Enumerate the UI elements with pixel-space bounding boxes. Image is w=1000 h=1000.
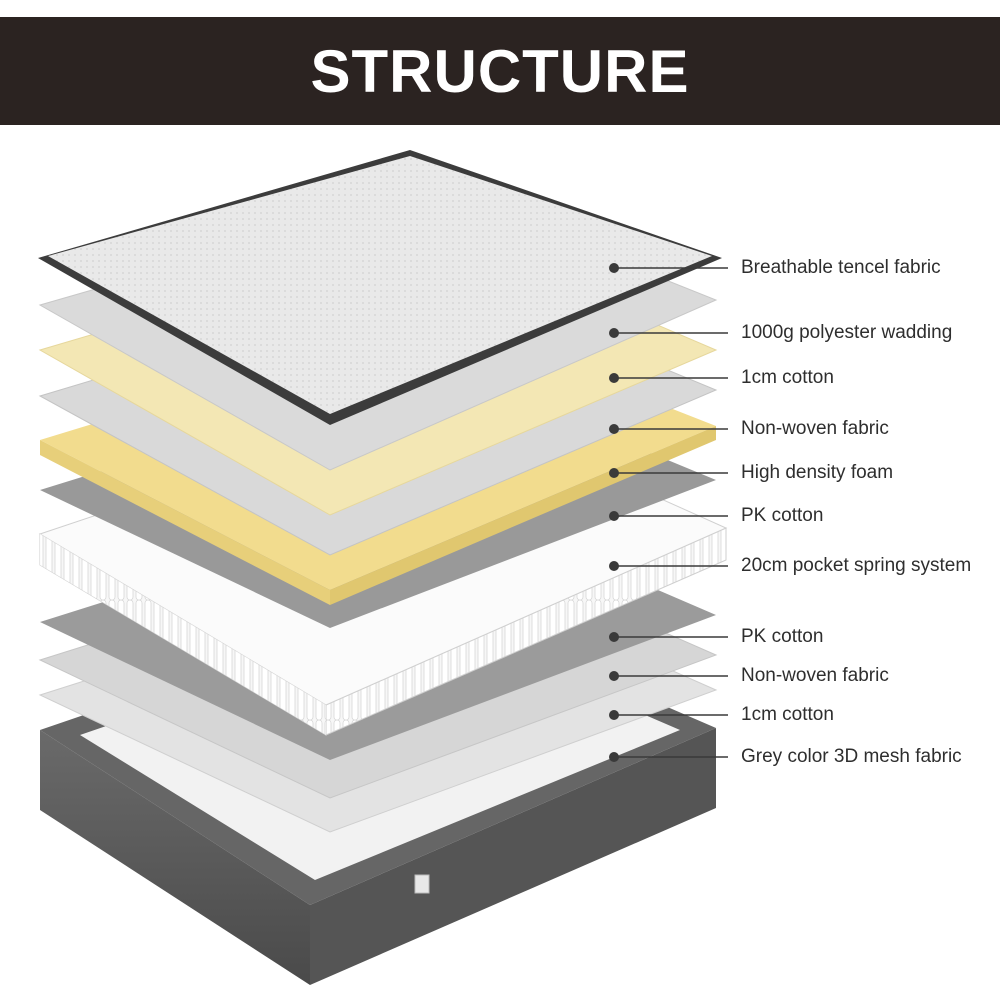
foam-front-edge (40, 440, 330, 605)
foam-right-edge (330, 426, 716, 605)
base-tag (414, 874, 430, 894)
label-bottom-pk-cotton: PK cotton (741, 626, 824, 647)
label-bottom-nonwoven: Non-woven fabric (741, 665, 889, 686)
label-mesh-fabric: Grey color 3D mesh fabric (741, 746, 962, 767)
label-tencel-fabric: Breathable tencel fabric (741, 257, 941, 278)
callout-dot-7 (609, 561, 619, 571)
callout-dot-11 (609, 752, 619, 762)
label-top-pk-cotton: PK cotton (741, 505, 824, 526)
label-top-nonwoven: Non-woven fabric (741, 418, 889, 439)
label-foam: High density foam (741, 462, 894, 483)
base-side-right (310, 728, 716, 985)
label-top-cotton: 1cm cotton (741, 367, 834, 388)
callout-dot-10 (609, 710, 619, 720)
header-banner: STRUCTURE (0, 17, 1000, 125)
callout-dot-5 (609, 468, 619, 478)
callout-dot-2 (609, 328, 619, 338)
callout-dot-1 (609, 263, 619, 273)
spring-front-face (40, 534, 326, 735)
label-pocket-spring: 20cm pocket spring system (741, 555, 972, 576)
base-side-left (40, 730, 310, 985)
label-polyester-wadding: 1000g polyester wadding (741, 322, 953, 343)
page-title: STRUCTURE (310, 37, 690, 105)
layer-top-fabric (38, 150, 722, 425)
callout-dot-9 (609, 671, 619, 681)
label-bottom-cotton: 1cm cotton (741, 704, 834, 725)
callout-dot-8 (609, 632, 619, 642)
callouts (609, 263, 728, 762)
callout-dot-6 (609, 511, 619, 521)
callout-dot-4 (609, 424, 619, 434)
top-fabric-surface (48, 156, 712, 414)
callout-dot-3 (609, 373, 619, 383)
